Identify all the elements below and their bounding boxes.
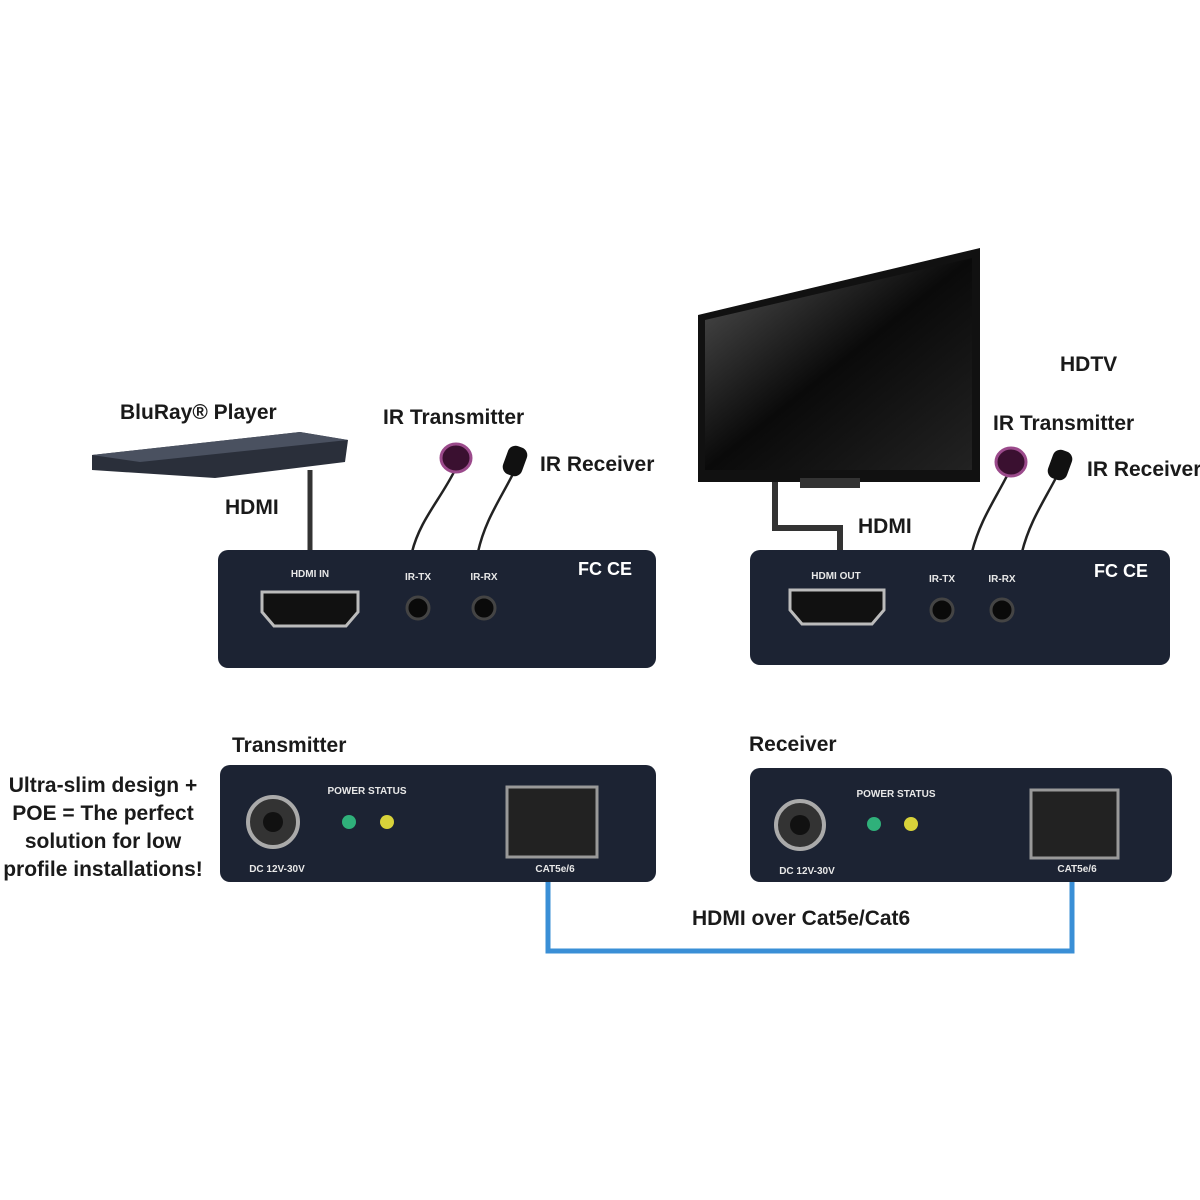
transmitter-label: Transmitter [232,734,347,757]
rj45-port-icon [1029,788,1120,860]
ir-tx-port-label: IR-TX [404,572,432,583]
power-led-icon [342,815,356,829]
power-status-label: POWER STATUS [327,786,407,797]
hdmi-cable-right [772,482,843,552]
bluray-label: BluRay® Player [120,401,277,424]
ir-rx-jack-icon [471,595,497,621]
bluray-player-icon [92,432,348,478]
hdmi-port-icon [788,588,886,626]
ir-rx-port-label: IR-RX [470,572,498,583]
receiver-back-panel [750,768,1172,882]
fcc-ce-logo: FC CE [578,559,632,579]
transmitter-front-panel [218,550,656,668]
receiver-front-panel [750,550,1170,665]
power-status-label: POWER STATUS [856,789,936,800]
ir-rx-jack-icon [989,597,1015,623]
fcc-ce-logo: FC CE [1094,561,1148,581]
cat-port-label: CAT5e/6 [1057,864,1097,875]
hdmi-in-label: HDMI IN [290,569,330,580]
ir-receiver-label-left: IR Receiver [540,453,655,476]
hdmi-out-label: HDMI OUT [811,571,861,582]
ir-receiver-label-right: IR Receiver [1087,458,1200,481]
ir-tx-port-label: IR-TX [928,574,956,585]
transmitter-back-panel [220,765,656,882]
hdmi-label-left: HDMI [225,496,279,519]
caption-line: Ultra-slim design + [8,774,198,797]
caption-line: profile installations! [3,858,203,881]
receiver-label: Receiver [749,733,837,756]
hdtv-label: HDTV [1060,353,1118,376]
dc-label: DC 12V-30V [779,866,835,877]
rj45-port-icon [505,785,599,859]
ir-receiver-icon-right [1047,449,1073,481]
ir-transmitter-label-left: IR Transmitter [383,406,525,429]
cat-port-label: CAT5e/6 [535,864,575,875]
hdtv-icon [698,248,980,488]
status-led-icon [380,815,394,829]
hdmi-port-icon [260,590,360,628]
caption-line: solution for low [24,830,182,853]
ir-tx-jack-icon [929,597,955,623]
ir-transmitter-icon-right [994,446,1028,478]
ir-transmitter-label-right: IR Transmitter [993,412,1135,435]
ir-receiver-icon-left [502,445,528,477]
dc-label: DC 12V-30V [249,864,305,875]
cat-cable [545,882,1075,954]
ir-rx-port-label: IR-RX [988,574,1016,585]
ir-tx-jack-icon [405,595,431,621]
power-led-icon [867,817,881,831]
caption-line: POE = The perfect [12,802,194,825]
hdmi-label-right: HDMI [858,515,912,538]
ir-transmitter-icon-left [439,442,473,474]
cable-label: HDMI over Cat5e/Cat6 [692,907,911,930]
status-led-icon [904,817,918,831]
feature-caption: Ultra-slim design + POE = The perfect so… [0,772,206,884]
ir-cables [410,469,1062,553]
